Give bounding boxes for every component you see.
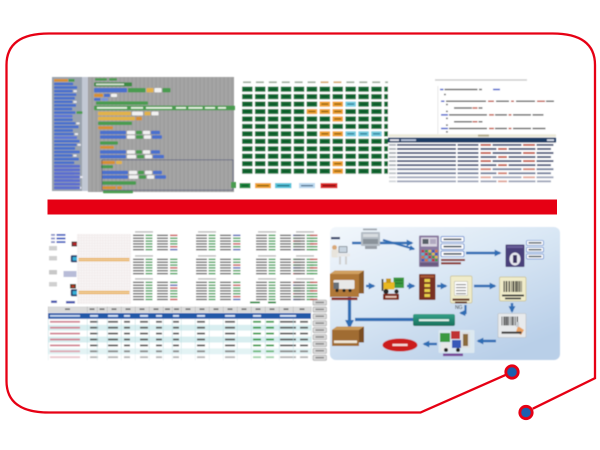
svg-text:NG: NG — [455, 305, 463, 311]
